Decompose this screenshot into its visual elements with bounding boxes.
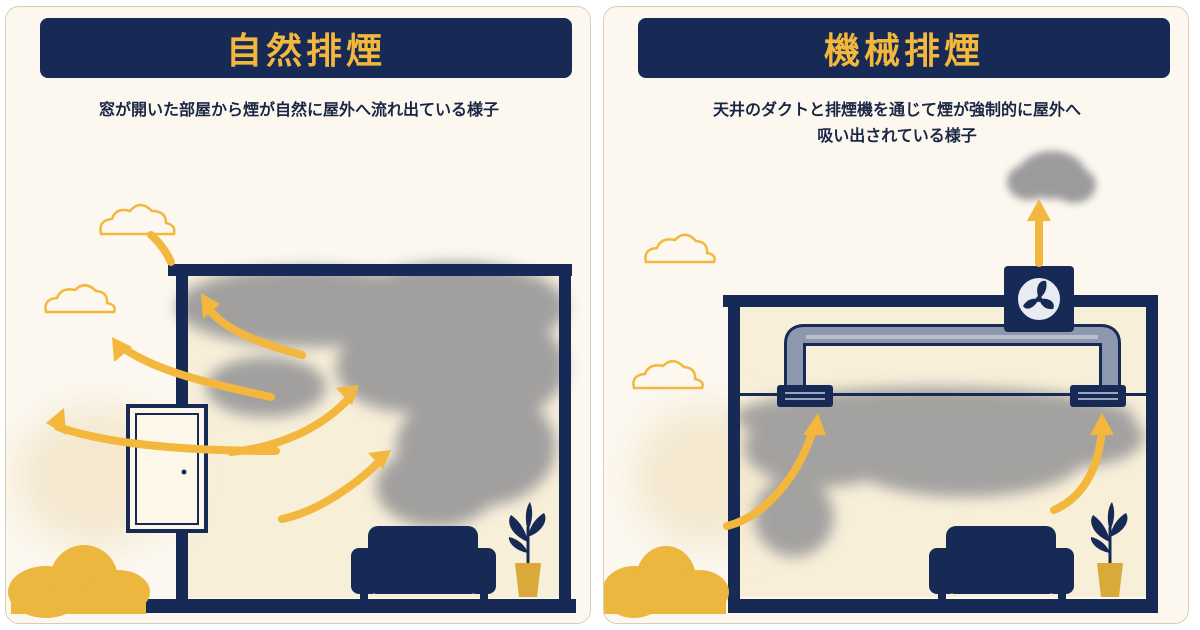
room-smoke [734,387,1144,557]
natural-title-banner: 自然排煙 [40,18,572,78]
plant-icon [1090,502,1128,597]
cloud-icon [44,284,116,314]
plant-icon [508,502,546,597]
mechanical-scene [604,151,1158,618]
vent-icon [777,385,833,407]
cloud-icon [99,203,176,236]
ceiling [168,264,572,276]
mechanical-title: 機械排煙 [823,31,984,72]
left-wall [728,295,740,605]
natural-caption: 窓が開いた部屋から煙が自然に屋外へ流れ出ている様子 [98,100,499,119]
fan-icon [1004,266,1074,332]
duct-icon [784,324,1121,393]
smoke-flow-arrows [723,213,1106,530]
cloud-icon [644,233,716,264]
arrow-icon [227,391,356,456]
room-smoke [176,262,566,527]
smoke-flow-arrows [54,231,386,523]
natural-title: 自然排煙 [225,31,386,72]
exhaust-smoke-cloud [1007,151,1096,203]
natural-scene [8,203,576,618]
arrow-icon [278,455,386,523]
arrow-heads [803,199,1114,435]
arrow-heads [46,293,391,469]
arrow-icon [1050,425,1106,514]
natural-smoke-exhaust-panel: 自然排煙 窓が開いた部屋から煙が自然に屋外へ流れ出ている様子 [5,6,591,624]
sofa-icon [351,526,496,602]
arrow-icon [147,231,175,266]
building-frame [101,264,576,613]
ceiling [723,295,1157,307]
sofa-icon [929,526,1074,602]
mechanical-caption-line1: 天井のダクトと排煙機を通じて煙が強制的に屋外へ [712,100,1081,119]
arrow-icon [205,305,306,359]
bush-icon [8,545,150,618]
vent-icon [1070,385,1126,407]
right-wall [559,264,571,604]
mechanical-title-banner: 機械排煙 [638,18,1170,78]
arrow-icon [723,423,818,530]
mechanical-caption-line2: 吸い出されている様子 [817,126,977,145]
window-icon [126,404,208,533]
mechanical-smoke-exhaust-panel: 機械排煙 天井のダクトと排煙機を通じて煙が強制的に屋外へ 吸い出されている様子 [603,6,1189,624]
cloud-icon [632,360,704,390]
arrow-icon [118,343,275,401]
mechanical-caption: 天井のダクトと排煙機を通じて煙が強制的に屋外へ 吸い出されている様子 [624,97,1170,149]
bush-icon [604,546,729,618]
floor [728,599,1158,613]
floor [101,599,576,613]
ceiling-line [740,393,1146,396]
right-wall [1146,295,1158,605]
